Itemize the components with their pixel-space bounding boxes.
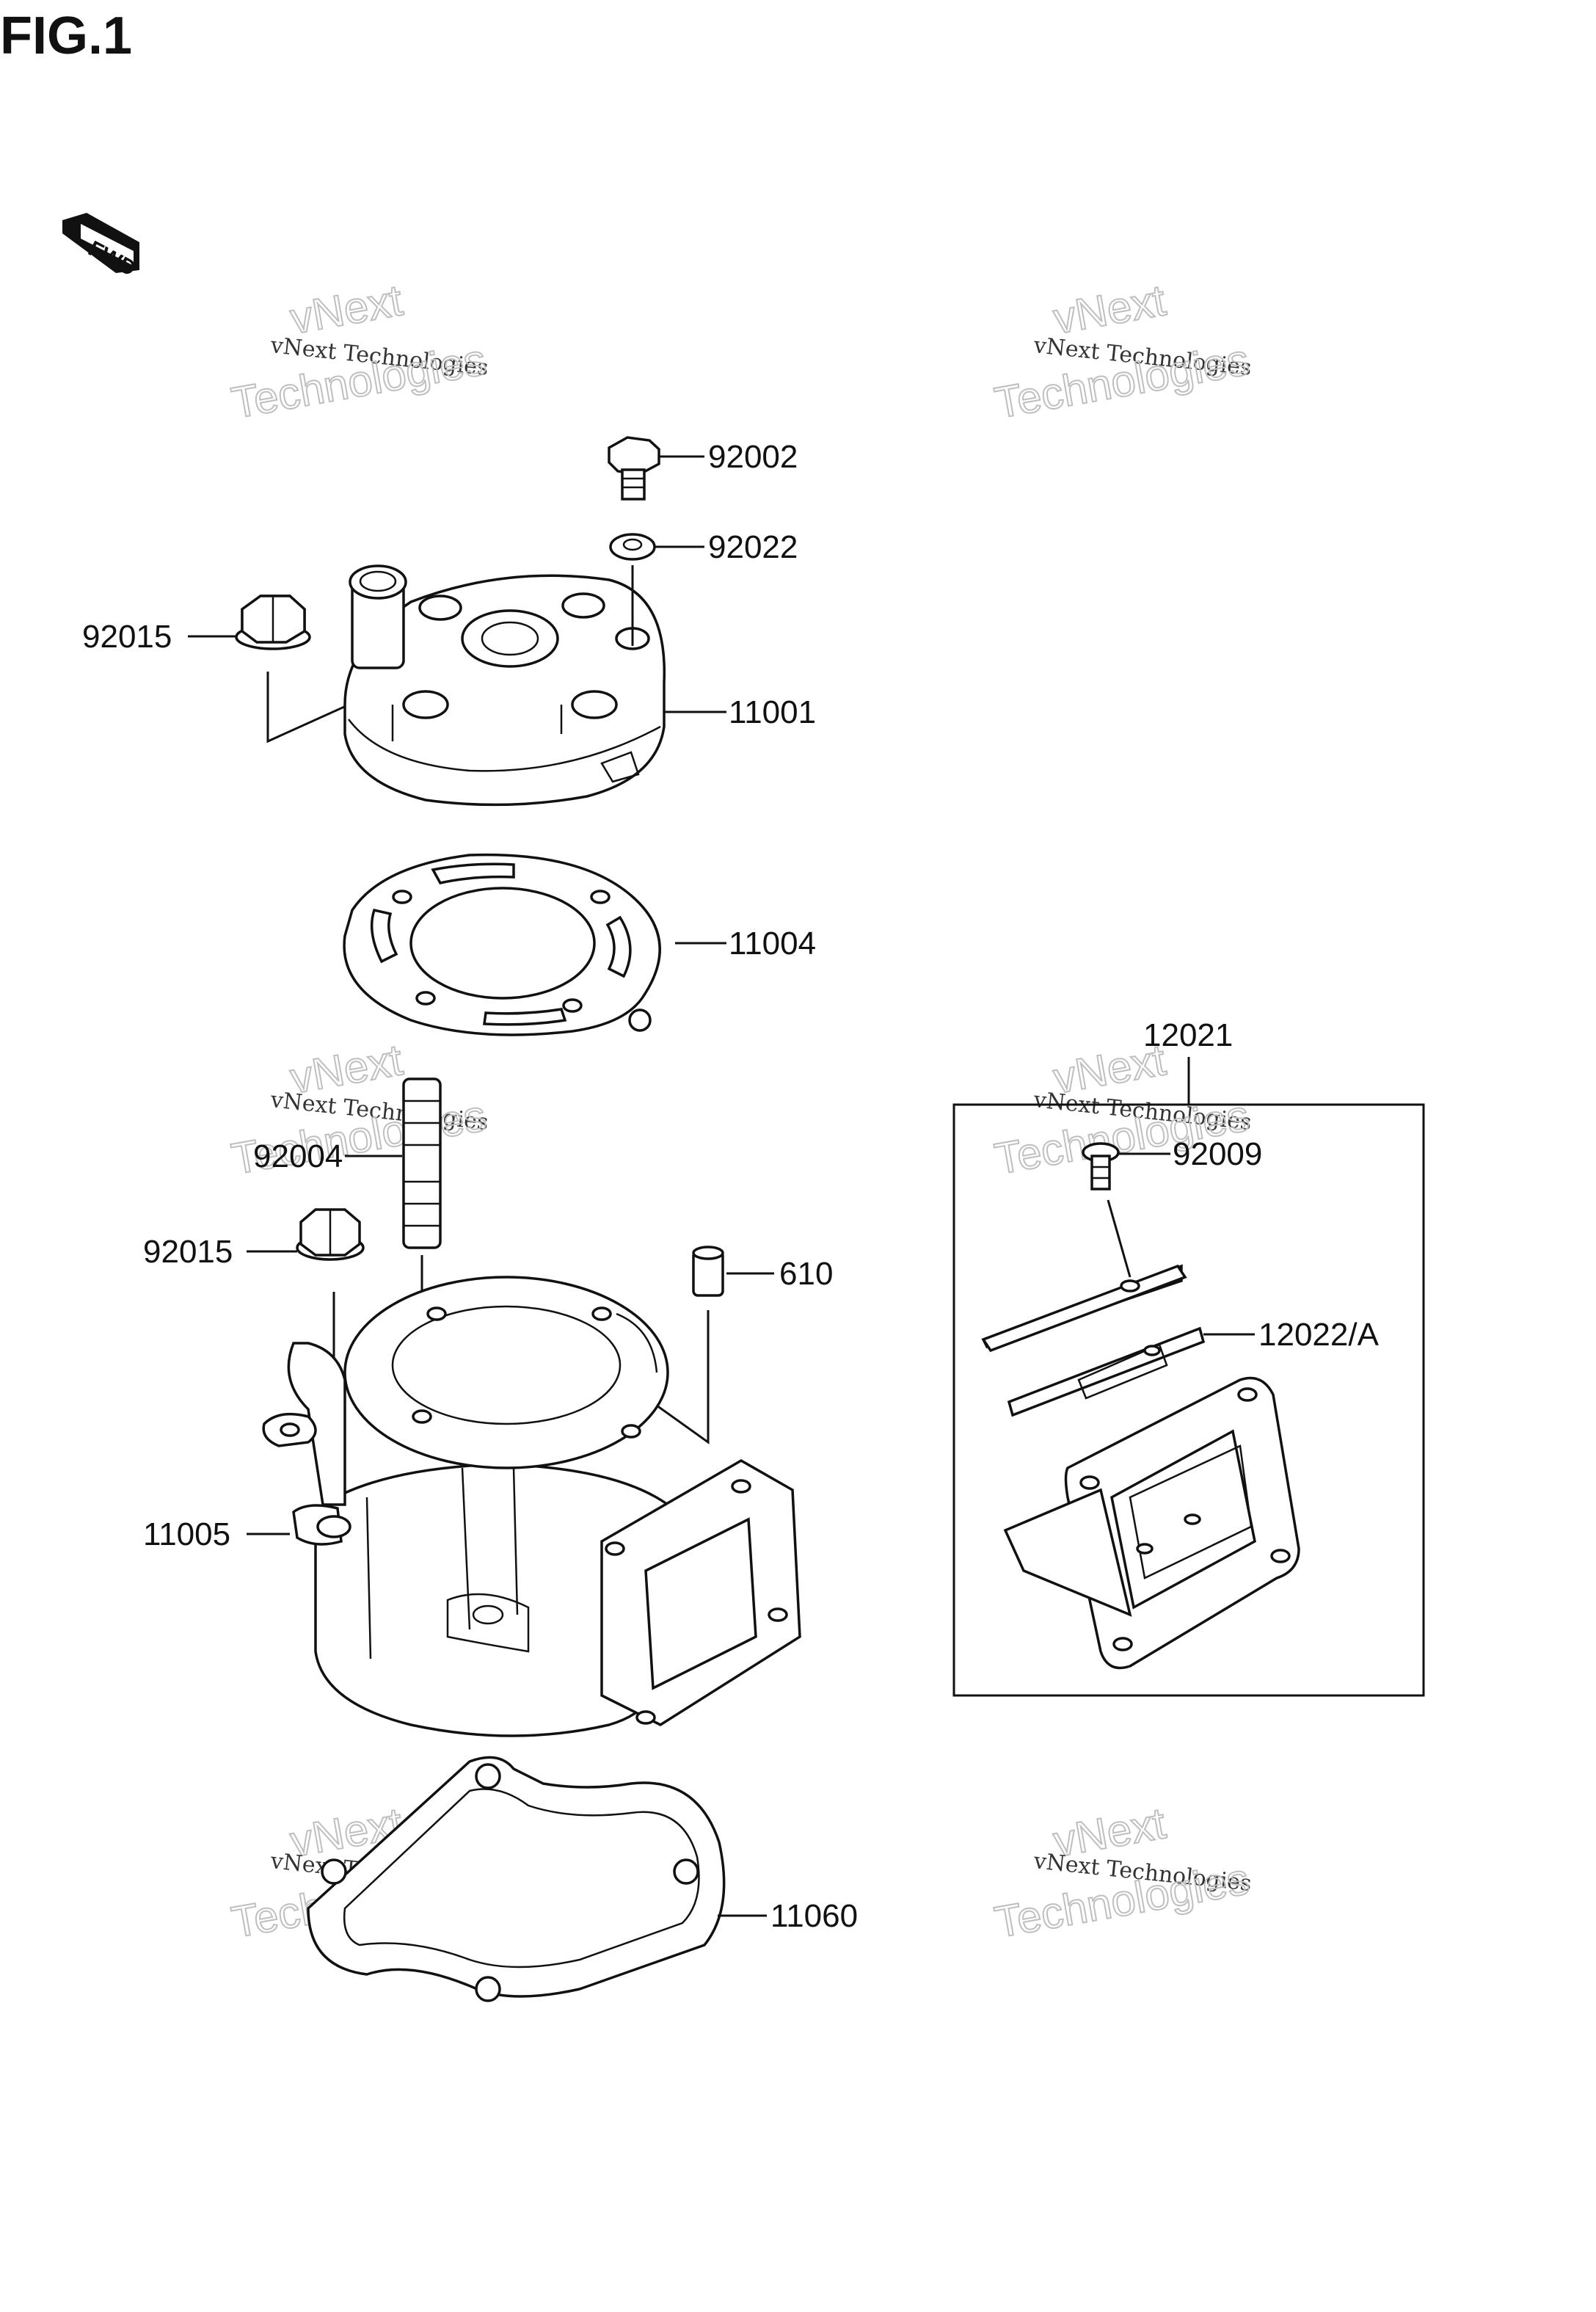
part-12022-reed-plates	[981, 1264, 1255, 1417]
label-92009: 92009	[1173, 1136, 1262, 1172]
part-92015-nut-top	[188, 595, 382, 744]
label-11005: 11005	[143, 1516, 230, 1552]
watermark-top-right: vNext vNext Technologies Technologies	[991, 275, 1254, 429]
part-11004-head-gasket	[343, 853, 726, 1036]
part-11060-base-gasket	[307, 1756, 767, 2002]
label-12022a: 12022/A	[1258, 1317, 1380, 1353]
svg-text:vNext: vNext	[287, 275, 407, 343]
watermark-top-left: vNext vNext Technologies Technologies	[227, 275, 491, 429]
label-92015-mid: 92015	[143, 1234, 233, 1270]
label-11060: 11060	[770, 1898, 858, 1934]
label-11001: 11001	[729, 694, 816, 730]
fwd-arrow-icon: FWD	[62, 213, 140, 281]
part-92022-washer	[609, 533, 704, 561]
part-92002-bolt	[608, 436, 704, 501]
watermark-bottom-right: vNext vNext Technologies Technologies	[991, 1797, 1254, 1948]
label-11004: 11004	[729, 926, 816, 961]
label-92022: 92022	[708, 529, 798, 565]
part-610-dowel-pin	[630, 1246, 774, 1444]
label-12021: 12021	[1143, 1017, 1233, 1053]
part-92004-stud	[345, 1077, 442, 1417]
part-92009-screw	[1082, 1142, 1170, 1278]
part-11005-cylinder	[247, 1276, 801, 1737]
label-92002: 92002	[708, 439, 798, 475]
figure-title: FIG.1	[0, 7, 133, 65]
label-92015-top: 92015	[82, 619, 172, 655]
svg-text:vNext: vNext	[1050, 275, 1170, 343]
part-12021-reed-valve-box	[952, 1057, 1425, 1697]
part-reed-valve-block	[1003, 1376, 1300, 1670]
part-11001-cylinder-head	[343, 564, 726, 807]
label-92004: 92004	[253, 1138, 343, 1174]
label-610: 610	[779, 1256, 833, 1292]
